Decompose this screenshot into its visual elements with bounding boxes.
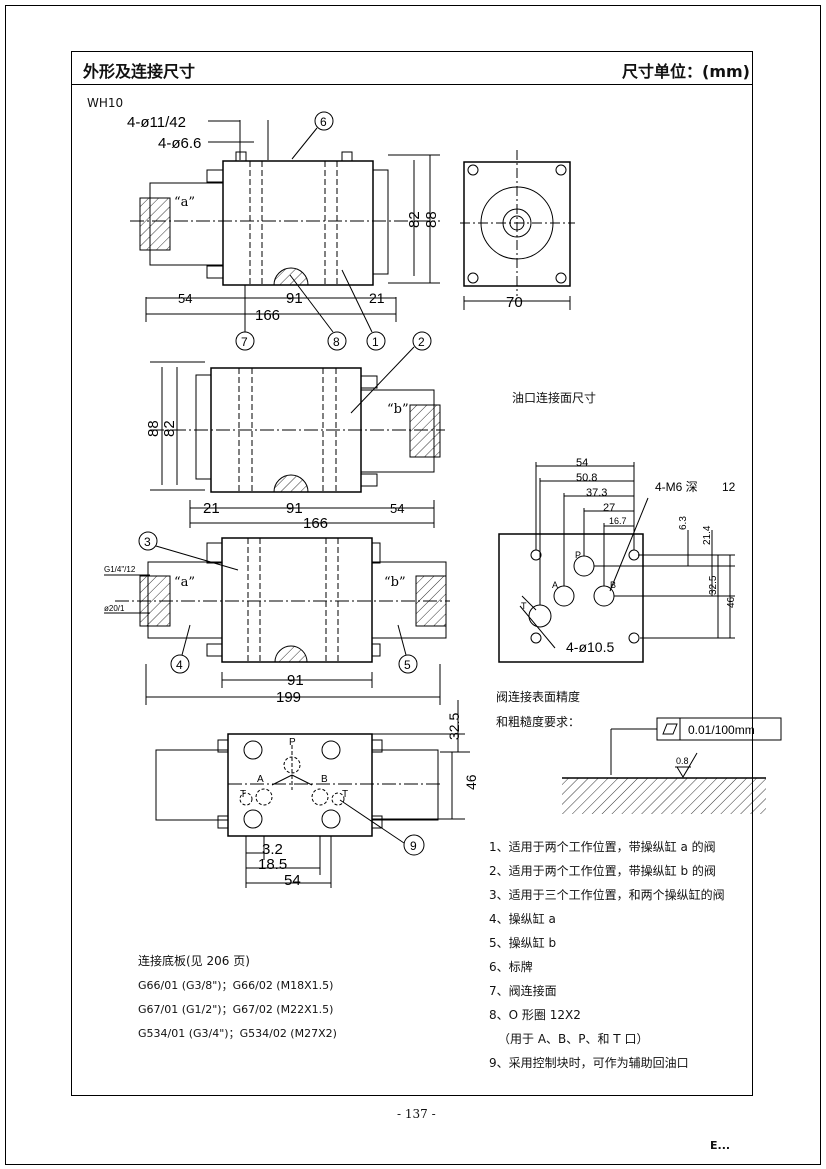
note-9: 9、采用控制块时，可作为辅助回油口 [489, 1056, 689, 1070]
content-frame [71, 51, 753, 1096]
valve-view-side-b [150, 331, 445, 528]
dim-91-v2: 91 [286, 500, 303, 517]
flatness-value: 0.01/100mm [688, 723, 755, 737]
port-b-v4: B [321, 774, 328, 785]
dim-82-v2: 82 [161, 420, 178, 437]
port-interface-drawing [498, 462, 735, 663]
note-8: 8、O 形圈 12X2 [489, 1008, 581, 1022]
port-t1-v4: T [240, 789, 246, 800]
label-b-3: “b” [384, 575, 406, 590]
page-border [5, 5, 821, 1165]
callout-3: 3 [144, 535, 151, 549]
valve-view-three-pos [104, 531, 450, 705]
iface-dim-21-4: 21.4 [702, 525, 713, 545]
callout-6: 6 [320, 115, 327, 129]
dim-21-v2: 21 [203, 500, 220, 517]
dim-166-v2: 166 [303, 515, 328, 532]
port-a-v4: A [257, 774, 264, 785]
unit-label: 尺寸单位：(mm) [622, 62, 750, 81]
dim-91-v3: 91 [287, 672, 304, 689]
surface-roughness-drawing [562, 717, 782, 814]
dim-54-v2: 54 [390, 501, 404, 516]
note-4: 4、操纵缸 a [489, 912, 556, 926]
dim-bolt-2: 4-ø6.6 [158, 135, 201, 152]
iface-port-a: A [552, 580, 558, 590]
dim-g14: G1/4"/12 [104, 565, 136, 574]
iface-port-b: B [610, 580, 616, 590]
header-divider [71, 84, 753, 85]
callout-7: 7 [241, 335, 248, 349]
iface-dim-27: 27 [603, 502, 615, 514]
callout-2: 2 [418, 335, 425, 349]
callout-4: 4 [176, 658, 183, 672]
dim-54-v1: 54 [178, 291, 192, 306]
dim-46-v4: 46 [463, 774, 479, 790]
iface-dim-6-3: 6.3 [678, 516, 689, 530]
subplate-title: 连接底板(见 206 页) [138, 954, 250, 968]
dim-199: 199 [276, 689, 301, 706]
surface-title-2: 和粗糙度要求： [496, 715, 581, 729]
interface-title: 油口连接面尺寸 [512, 391, 597, 405]
iface-hole: 4-ø10.5 [566, 639, 614, 655]
dim-21-v1: 21 [369, 290, 385, 306]
dim-166-v1: 166 [255, 307, 280, 324]
subplate-line-3: G534/01 (G3/4")；G534/02 (M27X2) [138, 1027, 337, 1040]
note-3: 3、适用于三个工作位置，和两个操纵缸的阀 [489, 888, 725, 902]
iface-port-p: P [575, 550, 581, 560]
page-title: 外形及连接尺寸 [83, 62, 196, 81]
note-5: 5、操纵缸 b [489, 936, 557, 950]
surface-title-1: 阀连接表面精度 [496, 690, 581, 704]
iface-dim-16-7: 16.7 [609, 516, 627, 526]
iface-dim-54: 54 [576, 457, 588, 469]
iface-dim-50-8: 50.8 [576, 472, 597, 484]
dim-82-v1: 82 [406, 211, 423, 228]
roughness-value: 0.8 [676, 756, 689, 766]
dim-phi20: ø20/1 [104, 604, 125, 613]
iface-thread: 4-M6 深 [655, 480, 698, 494]
dim-32-5-v4: 32.5 [446, 713, 462, 740]
label-a-3: “a” [174, 575, 195, 590]
dim-70: 70 [506, 294, 523, 311]
dim-54-v4: 54 [284, 872, 301, 889]
port-t2-v4: T [342, 789, 348, 800]
subplate-line-2: G67/01 (G1/2")；G67/02 (M22X1.5) [138, 1003, 334, 1016]
dim-88-v2: 88 [145, 420, 162, 437]
note-7: 7、阀连接面 [489, 984, 557, 998]
footer-mark: E... [710, 1139, 731, 1152]
note-2: 2、适用于两个工作位置，带操纵缸 b 的阀 [489, 864, 716, 878]
page-number: - 137 - [397, 1107, 436, 1121]
valve-bottom-face [155, 700, 470, 888]
dim-91-v1: 91 [286, 290, 303, 307]
dim-bolt-1: 4-ø11/42 [127, 114, 186, 131]
dim-88-v1: 88 [423, 211, 440, 228]
valve-end-view [460, 150, 575, 310]
note-8-sub: （用于 A、B、P、和 T 口） [498, 1032, 649, 1046]
valve-view-side-a [130, 111, 440, 351]
note-6: 6、标牌 [489, 960, 533, 974]
port-p-v4: P [289, 737, 296, 748]
callout-5: 5 [404, 658, 411, 672]
model-label: WH10 [87, 96, 124, 110]
subplate-line-1: G66/01 (G3/8")；G66/02 (M18X1.5) [138, 979, 334, 992]
callout-1: 1 [372, 335, 379, 349]
callout-9: 9 [410, 839, 417, 853]
callout-8: 8 [333, 335, 340, 349]
iface-dim-46: 46 [726, 596, 737, 608]
note-1: 1、适用于两个工作位置，带操纵缸 a 的阀 [489, 840, 716, 854]
iface-dim-37-3: 37.3 [586, 487, 607, 499]
iface-dim-32-5: 32.5 [708, 575, 719, 595]
dim-3-2: 3.2 [262, 841, 283, 858]
iface-depth: 12 [722, 480, 736, 494]
dim-18-5: 18.5 [258, 856, 287, 873]
iface-port-t: T [521, 601, 527, 611]
label-a-1: “a” [174, 195, 195, 210]
label-b-2: “b” [387, 402, 409, 417]
